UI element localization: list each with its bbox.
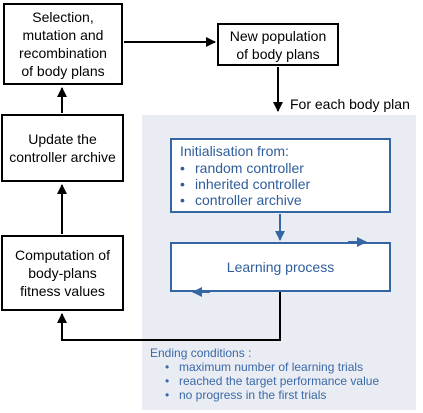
update-archive-box: Update the controller archive	[1, 114, 124, 182]
new-population-line-1: New population	[229, 27, 327, 44]
initialisation-title: Initialisation from:	[180, 143, 289, 159]
ending-title: Ending conditions :	[150, 346, 252, 360]
computation-line-1: Computation of	[15, 247, 110, 263]
new-population-text: New population of body plans	[230, 27, 327, 63]
new-population-box: New population of body plans	[217, 23, 339, 66]
ending-list: maximum number of learning trials reache…	[150, 360, 379, 402]
ending-item: reached the target performance value	[165, 374, 379, 388]
computation-line-2: body-plans	[28, 265, 97, 281]
update-archive-text: Update the controller archive	[9, 130, 116, 166]
selection-box: Selection, mutation and recombination of…	[3, 3, 123, 85]
computation-line-3: fitness values	[20, 283, 105, 299]
for-each-label: For each body plan	[290, 96, 410, 112]
initialisation-box: Initialisation from: random controller i…	[170, 138, 391, 213]
learning-process-box: Learning process	[170, 242, 391, 292]
selection-text: Selection, mutation and recombination of…	[19, 8, 107, 80]
fitness-computation-text: Computation of body-plans fitness values	[15, 246, 110, 300]
initialisation-item: inherited controller	[180, 176, 310, 192]
selection-line-4: of body plans	[21, 63, 105, 79]
new-population-line-2: of body plans	[236, 45, 320, 62]
initialisation-item: random controller	[180, 160, 310, 176]
initialisation-list: random controller inherited controller c…	[180, 160, 310, 208]
learning-process-label: Learning process	[226, 259, 335, 275]
ending-conditions: Ending conditions : maximum number of le…	[150, 346, 379, 402]
ending-item: no progress in the first trials	[165, 388, 379, 402]
update-line-1: Update the	[28, 131, 97, 147]
update-line-2: controller archive	[9, 149, 116, 165]
fitness-computation-box: Computation of body-plans fitness values	[1, 235, 124, 311]
selection-line-3: recombination	[19, 45, 107, 61]
arrow-learning-to-computation	[57, 292, 281, 341]
selection-line-1: Selection,	[32, 9, 94, 25]
ending-item: maximum number of learning trials	[165, 360, 379, 374]
initialisation-item: controller archive	[180, 192, 310, 208]
selection-line-2: mutation and	[22, 27, 104, 43]
